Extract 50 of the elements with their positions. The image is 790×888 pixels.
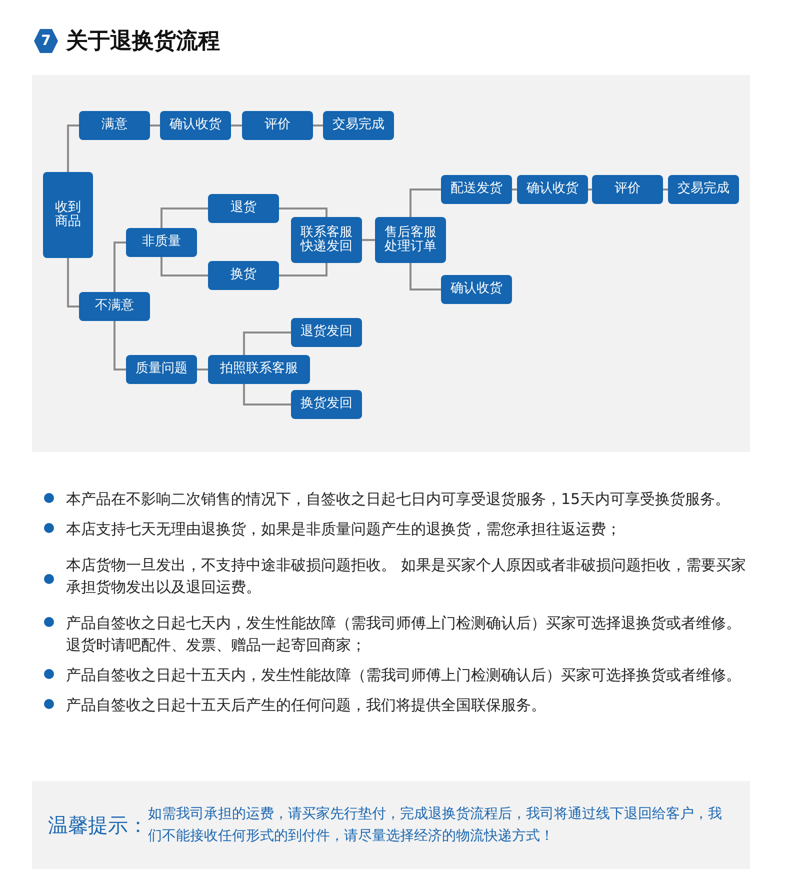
connector-line [197,368,208,370]
connector-line [243,384,291,406]
process-box: 配送发货 [441,175,512,204]
connector-line [231,124,242,126]
connector-line [67,124,79,172]
note-text: 产品自签收之日起十五天后产生的任何问题，我们将提供全国联保服务。 [66,695,546,716]
process-box: 退货发回 [291,318,362,347]
number-badge: 7 [34,29,58,53]
process-box: 换货发回 [291,390,362,419]
process-box: 非质量 [126,228,197,257]
process-box: 售后客服处理订单 [375,217,446,263]
tip-text: 如需我司承担的运费，请买家先行垫付，完成退换货流程后，我司将通过线下退回给客户，我们不能接收任何形式的到付件，请尽量选择经济的物流快递方式！ [148,805,723,846]
note-text: 产品自签收之日起七天内，发生性能故障（需我司师傅上门检测确认后）买家可选择退换货或者维修。退货时请吧配件、发票、赠品一起寄回商家； [66,613,742,656]
connector-line [588,188,592,190]
connector-line [663,188,668,190]
note-text: 本产品在不影响二次销售的情况下，自签收之日起七日内可享受退货服务，15天内可享受换货服务。 [66,489,730,510]
connector-line [150,124,160,126]
process-box: 交易完成 [668,175,739,204]
process-box: 收到商品 [43,172,93,258]
process-box: 确认收货 [517,175,588,204]
process-box: 确认收货 [160,111,231,140]
connector-line [362,239,375,241]
connector-line [279,263,328,276]
process-box: 满意 [79,111,150,140]
connector-line [114,242,126,292]
note-text: 本店支持七天无理由退换货，如果是非质量问题产生的退换货，需您承担往返运费； [66,519,621,540]
tip-heading: 温馨提示： [48,812,148,838]
connector-line [243,332,291,355]
process-box: 确认收货 [441,275,512,304]
process-box: 拍照联系客服 [208,355,310,384]
process-box: 评价 [242,111,313,140]
connector-line [114,321,126,370]
connector-line [410,263,441,290]
process-box: 评价 [592,175,663,204]
process-box: 不满意 [79,292,150,321]
connector-line [67,258,79,308]
process-box: 联系客服快递发回 [291,217,362,263]
note-text: 产品自签收之日起十五天内，发生性能故障（需我司师傅上门检测确认后）买家可选择换货或者维修。 [66,665,741,686]
connector-line [160,208,208,228]
connector-line [160,257,208,276]
process-box: 质量问题 [126,355,197,384]
connector-line [512,188,517,190]
connector-line [410,188,441,217]
process-box: 退货 [208,194,279,223]
connector-line [313,124,323,126]
connector-line [279,208,328,217]
note-text: 本店货物一旦发出，不支持中途非破损问题拒收。 如果是买家个人原因或者非破损问题拒收，需要买家承担货物发出以及退回运费。 [66,555,747,598]
process-box: 换货 [208,261,279,290]
title: 关于退换货流程 [66,28,220,56]
process-box: 交易完成 [323,111,394,140]
